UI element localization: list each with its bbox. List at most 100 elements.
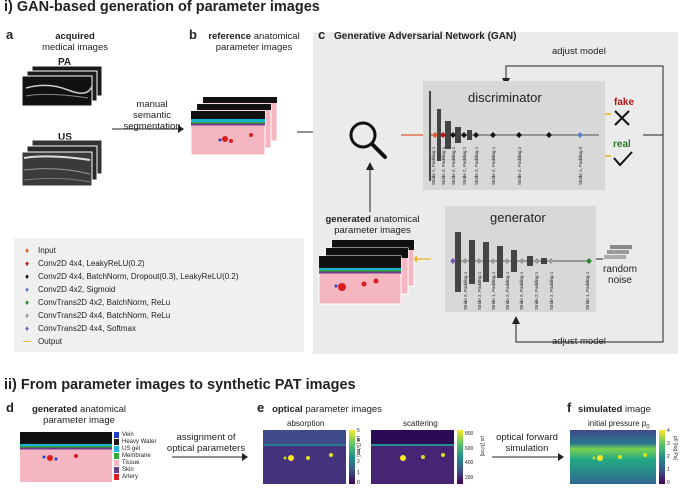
- legend-label: ConvTrans2D 4x4, BatchNorm, ReLu: [38, 311, 171, 320]
- panel-e-letter: e: [257, 400, 265, 415]
- gen-layer-bar: [469, 240, 475, 284]
- caption-bold: generated: [325, 214, 371, 225]
- caption-rest2: parameter image: [43, 415, 115, 426]
- cross-icon: [614, 110, 630, 126]
- assignment-line2: optical parameters: [166, 443, 246, 454]
- legend-label: Input: [38, 246, 56, 255]
- legend-item: ♦Conv2D 4x4, BatchNorm, Dropout(0.3), Le…: [22, 272, 239, 282]
- disc-layer-label: Stride 2, Padding 1: [441, 146, 446, 185]
- generated-parameter-image: [20, 432, 112, 482]
- gen-layer-bar: [527, 256, 533, 266]
- pa-stack: [21, 66, 103, 107]
- legend-label: Conv2D 4x4, LeakyReLU(0.2): [38, 259, 145, 268]
- colorbar-tick: 5: [357, 428, 360, 434]
- colorbar-tick: 4: [357, 438, 360, 445]
- caption-rest: medical images: [42, 42, 108, 53]
- section-1-title: i) GAN-based generation of parameter ima…: [4, 0, 320, 15]
- caption-rest: parameter images: [305, 404, 382, 415]
- layer-legend-box: [14, 238, 304, 352]
- disc-layer-bar: [455, 127, 461, 143]
- optical-line2: simulation: [505, 443, 549, 454]
- caption-bold: simulated: [578, 404, 623, 415]
- caption-bold: acquired: [55, 31, 95, 42]
- noise-line2: noise: [608, 275, 632, 286]
- absorption-label: absorption: [287, 419, 325, 428]
- legend-label: Conv2D 4x2, Sigmoid: [38, 285, 116, 294]
- p0-unit: p0 [log Pa]: [672, 436, 678, 460]
- scattering-image: [371, 430, 463, 484]
- tissue-swatch: [114, 439, 119, 445]
- legend-marker: ♦: [24, 311, 30, 320]
- section-2-title: ii) From parameter images to synthetic P…: [4, 377, 356, 393]
- gen-layer-label: Stride 2, Padding 1: [505, 271, 510, 310]
- panel-c-letter: c: [318, 27, 326, 42]
- gen-layer-label: Stride 2, Padding 1: [463, 271, 468, 310]
- legend-marker: ♦: [24, 259, 30, 268]
- us-stack: [21, 139, 103, 187]
- colorbar-tick: 2: [667, 454, 670, 460]
- tissue-swatch: [114, 432, 119, 438]
- panel-f-letter: f: [567, 400, 572, 415]
- tissue-swatch: [114, 474, 119, 480]
- colorbar-tick: 1: [357, 469, 360, 476]
- panel-d-caption: generated anatomical parameter image: [20, 404, 138, 426]
- legend-label: Output: [38, 337, 63, 346]
- legend-label: ConvTrans2D 4x2, BatchNorm, ReLu: [38, 298, 171, 307]
- tissue-swatch: [114, 446, 119, 452]
- tissue-label: Artery: [122, 474, 139, 480]
- generator-layers: [450, 232, 592, 292]
- legend-marker: ♦: [24, 246, 30, 255]
- gen-layer-label: Stride 2, Padding 1: [519, 271, 524, 310]
- colorbar-tick: 3: [667, 441, 670, 447]
- colorbar-tick: 600: [465, 445, 474, 452]
- caption-bold: generated: [32, 404, 78, 415]
- absorption-image: [263, 430, 355, 484]
- disc-layer-label: Stride 1, Padding 1: [431, 146, 436, 185]
- manual-line1: manual: [136, 99, 168, 110]
- arrow-a-to-b: [112, 125, 184, 133]
- disc-layer-bar: [467, 130, 472, 140]
- disc-layer-label: Stride 2, Padding 1: [474, 146, 479, 185]
- caption-rest: image: [625, 404, 651, 415]
- pressure-sub: 0: [646, 424, 650, 431]
- manual-line3: segmentation: [123, 121, 181, 132]
- noise-line1: random: [603, 264, 637, 275]
- gen-layer-label: Stride 2, Padding 1: [549, 271, 554, 310]
- tissue-legend-item: Tissue: [114, 460, 139, 467]
- legend-marker: ♦: [24, 298, 30, 307]
- caption-bold: optical: [272, 404, 303, 415]
- gen-layer-label: Stride 1, Padding 1: [491, 271, 496, 310]
- gen-layer-label: Stride 2, Padding 1: [477, 271, 482, 310]
- disc-layer-label: Stride 1, Padding 0: [578, 146, 583, 185]
- gen-layer-bar: [455, 232, 461, 292]
- caption-bold: reference: [208, 31, 252, 42]
- reference-images-stack: [190, 97, 278, 156]
- generated-images-stack: [318, 240, 415, 305]
- legend-marker: ♦: [24, 272, 30, 281]
- optical-forward-label: optical forward simulation: [486, 432, 568, 454]
- absorption-unit: μa [1/cm]: [355, 436, 361, 457]
- colorbar-tick: 2: [357, 459, 360, 466]
- legend-marker: —: [23, 337, 31, 346]
- tissue-legend-item: Heavy Water: [114, 439, 156, 446]
- disc-layer-label: Stride 2, Padding 1: [491, 146, 496, 185]
- manual-line2: semantic: [132, 110, 171, 121]
- checkmark-icon: [613, 151, 633, 167]
- random-noise-label: random noise: [594, 264, 646, 286]
- colorbar-tick: 200: [465, 475, 474, 481]
- arrow-e-to-f: [492, 453, 564, 461]
- caption-rest2: parameter images: [215, 42, 293, 53]
- tissue-label: Tissue: [122, 460, 140, 466]
- disc-layer-bar: [437, 109, 441, 161]
- colorbar-tick: 1: [667, 467, 670, 473]
- gen-layer-bar: [483, 242, 489, 282]
- assignment-label: assignment of optical parameters: [160, 432, 252, 454]
- colorbar-tick: 4: [667, 428, 670, 434]
- legend-label: ConvTrans2D 4x4, Softmax: [38, 324, 136, 333]
- gen-layer-bar: [497, 246, 503, 278]
- disc-layer-bar: [445, 121, 451, 149]
- tissue-label: Vein: [122, 432, 134, 438]
- disc-layer-labels: Stride 1, Padding 1 Stride 2, Padding 1 …: [423, 81, 605, 190]
- tissue-swatch: [114, 460, 119, 466]
- legend-marker: ♦: [24, 285, 30, 294]
